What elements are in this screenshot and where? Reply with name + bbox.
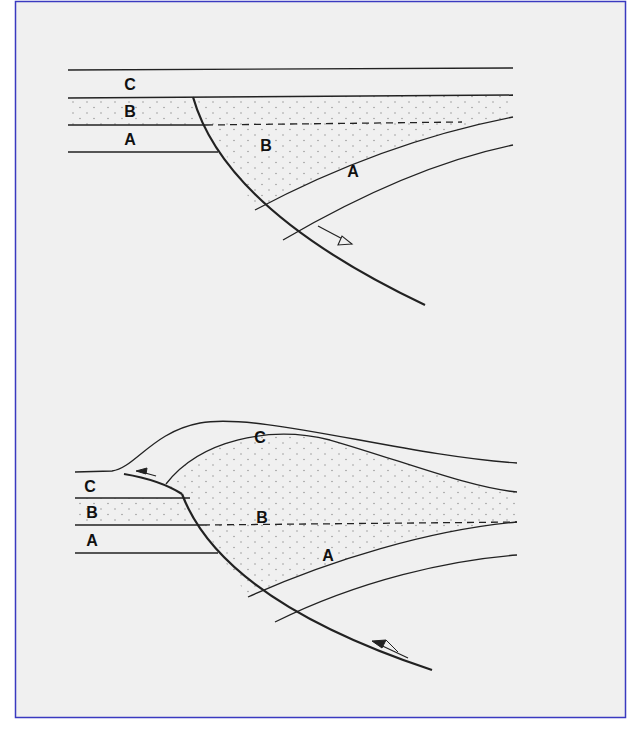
layer-label: A [86,533,98,549]
extension-section [68,68,513,305]
layer-label: B [124,104,136,120]
dashed-datum [203,522,517,525]
bed-line [68,68,513,70]
bed-line [68,95,513,98]
sand-fill [196,95,513,210]
dashed-datum [206,122,462,125]
bed-line [75,421,517,472]
frame [16,2,626,718]
listric-fault [193,97,425,305]
layer-label: B [86,505,98,521]
bed-line [68,151,218,152]
layer-label: B [260,138,272,154]
layer-label: A [322,548,334,564]
slip-arrow [386,640,398,652]
bed-line [166,434,517,492]
bed-line [75,552,218,553]
inversion-section [75,421,517,670]
layer-label: A [124,132,136,148]
bed-line [255,117,513,210]
sand-fill [75,498,192,525]
sand-fill [166,434,517,597]
layer-label: A [347,164,359,180]
bed-line [283,145,513,240]
layer-label: C [84,479,96,495]
bed-line [68,124,206,125]
bed-line [75,524,203,525]
slip-arrow [318,226,352,244]
layer-label: B [256,510,268,526]
layer-label: C [254,430,266,446]
listric-fault [182,494,432,670]
slip-arrowhead [136,468,147,474]
bed-line [275,555,517,622]
slip-arrowhead [372,640,386,648]
bed-line [75,497,190,498]
layer-label: C [124,77,136,93]
sand-fill [68,98,194,125]
shortcut-fault [124,474,182,494]
slip-arrowhead [338,236,352,245]
